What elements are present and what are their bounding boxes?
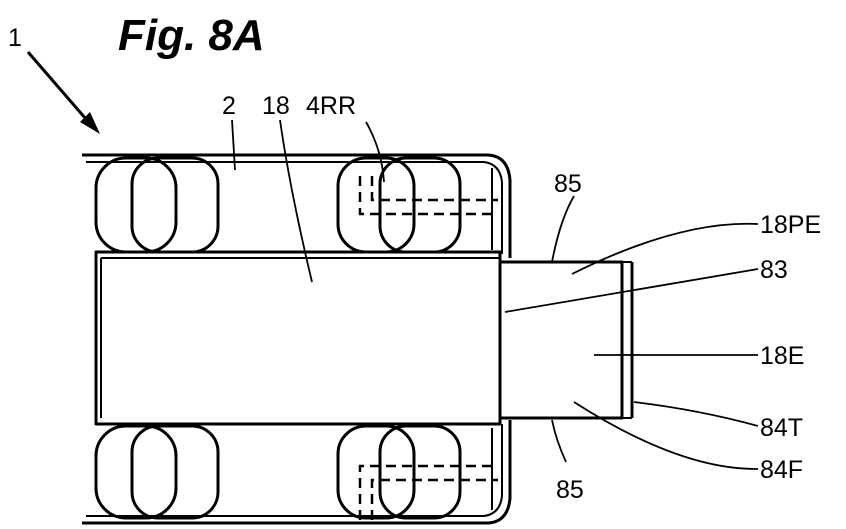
label-extension: 18E [760, 342, 804, 370]
vehicle-body-outline [82, 153, 512, 525]
label-rear-wheel: 4RR [306, 92, 356, 120]
rear-wheel-top [336, 156, 462, 254]
label-vehicle: 1 [8, 24, 22, 52]
label-body: 2 [222, 92, 236, 120]
front-wheel-bottom [94, 424, 220, 520]
leader-lines [231, 119, 759, 470]
floor-extension [498, 260, 624, 420]
rear-wheel-dashed-top [358, 176, 498, 216]
figure-title: Fig. 8A [118, 11, 265, 60]
rear-wheel-bottom [336, 424, 462, 520]
label-boundary: 83 [760, 256, 788, 284]
label-plate-extension: 18PE [760, 211, 821, 239]
label-ext-side-bottom: 85 [556, 476, 584, 504]
label-floor: 18 [262, 92, 290, 120]
floor-plate [94, 250, 502, 426]
rear-wheel-dashed-bottom [358, 464, 498, 520]
label-ext-side-top: 85 [554, 170, 582, 198]
label-tail: 84T [760, 414, 803, 442]
label-flap: 84F [760, 456, 803, 484]
front-wheel-top [94, 156, 220, 254]
vehicle-pointer-arrow [26, 51, 100, 134]
